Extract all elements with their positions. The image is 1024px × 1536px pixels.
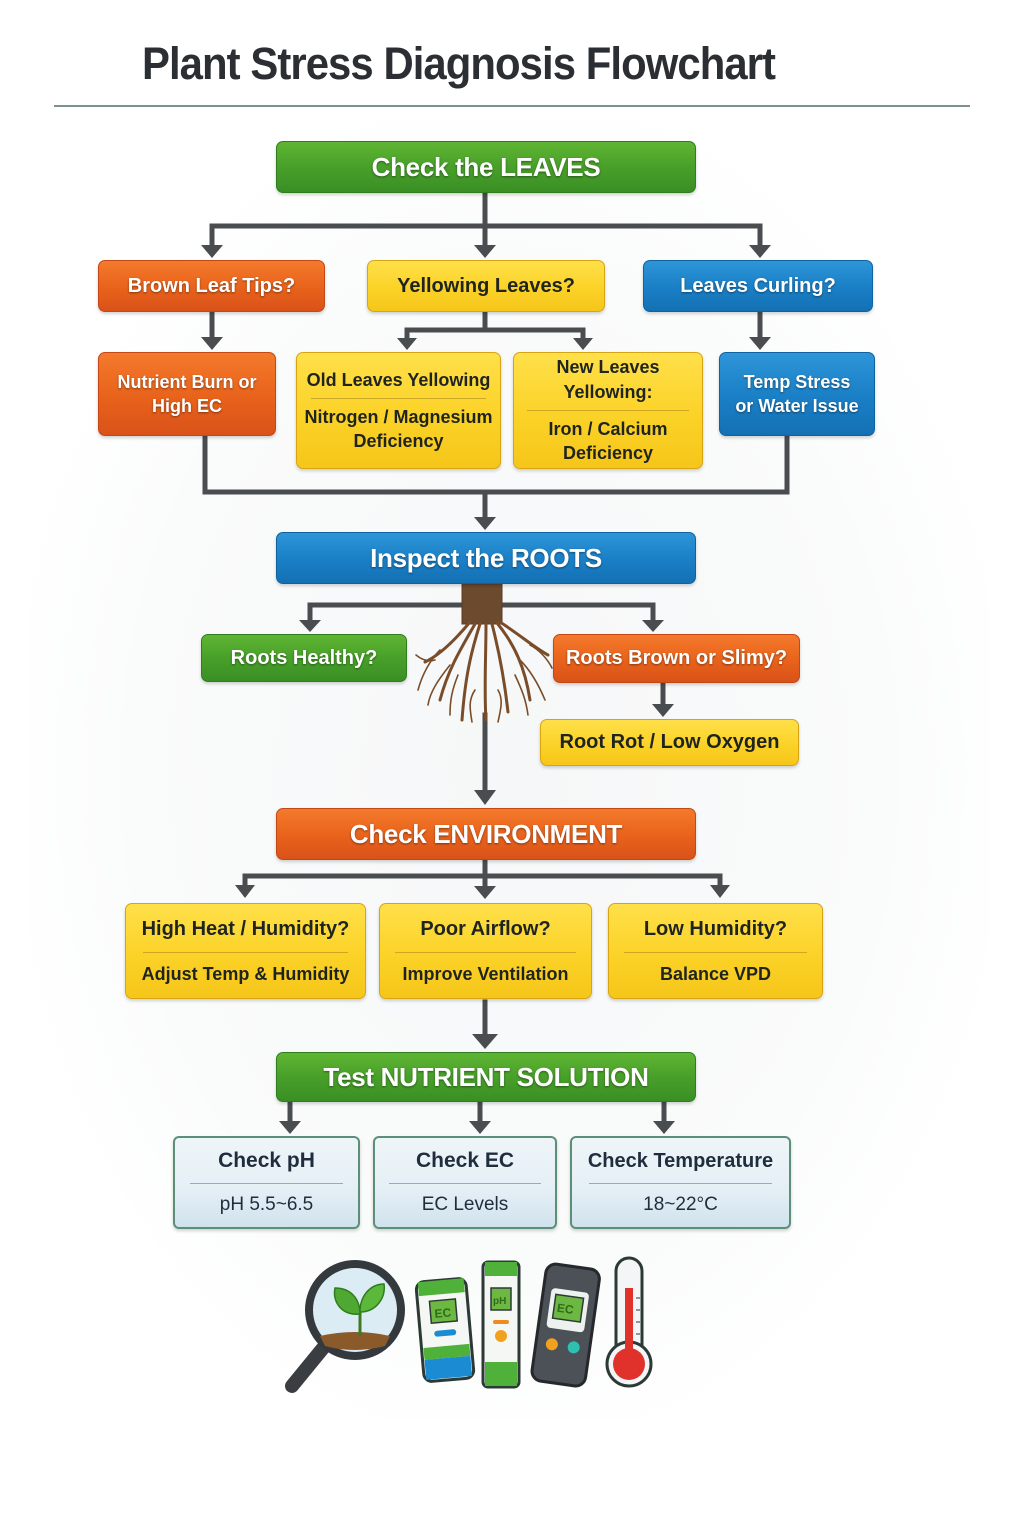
- check-label: Check pH: [218, 1149, 315, 1172]
- result-line: Temp Stress: [743, 371, 851, 392]
- result-title: New Leaves Yellowing:: [556, 357, 660, 402]
- arrowhead: [573, 338, 593, 350]
- env-divider: [142, 951, 349, 953]
- arrowhead: [749, 245, 771, 258]
- arrowhead: [653, 1121, 675, 1134]
- arrowhead: [642, 620, 664, 632]
- result-line: Nutrient Burn or: [117, 371, 257, 392]
- check-value: pH 5.5~6.5: [219, 1194, 314, 1216]
- env-action: Adjust Temp & Humidity: [141, 963, 350, 984]
- magnifier-plant-icon: [285, 1260, 405, 1393]
- result-divider: [311, 397, 486, 399]
- page-title: Plant Stress Diagnosis Flowchart: [142, 38, 776, 89]
- result-detail: Nitrogen / Magnesium: [304, 406, 493, 427]
- env-item-high-heat[interactable]: High Heat / Humidity? Adjust Temp & Humi…: [125, 903, 366, 999]
- arrowhead: [469, 1121, 491, 1134]
- brown-leaf-tips-question[interactable]: Brown Leaf Tips?: [98, 260, 325, 312]
- arrowhead: [474, 886, 496, 899]
- env-action: Improve Ventilation: [402, 963, 569, 984]
- arrowhead: [299, 620, 321, 632]
- check-environment-label: Check ENVIRONMENT: [349, 818, 623, 849]
- question-label: Roots Brown or Slimy?: [565, 647, 788, 669]
- check-temperature-card[interactable]: Check Temperature 18~22°C: [570, 1136, 791, 1229]
- question-label: Roots Healthy?: [230, 646, 378, 669]
- leaves-curling-question[interactable]: Leaves Curling?: [643, 260, 873, 312]
- result-label: Root Rot / Low Oxygen: [559, 731, 780, 753]
- test-nutrient-header[interactable]: Test NUTRIENT SOLUTION: [276, 1052, 696, 1102]
- meter-screen-text: EC: [434, 1305, 452, 1320]
- check-leaves-header[interactable]: Check the LEAVES: [276, 141, 696, 193]
- result-line: High EC: [152, 396, 222, 416]
- inspect-roots-label: Inspect the ROOTS: [370, 542, 602, 573]
- env-divider: [394, 951, 577, 953]
- roots-brown-slimy-question[interactable]: Roots Brown or Slimy?: [553, 634, 800, 683]
- env-question: Poor Airflow?: [420, 917, 551, 940]
- arrowhead: [652, 704, 674, 717]
- arrowhead: [201, 337, 223, 350]
- arrowhead: [474, 517, 496, 530]
- check-environment-header[interactable]: Check ENVIRONMENT: [276, 808, 696, 860]
- check-value: EC Levels: [421, 1194, 509, 1216]
- arrowhead: [710, 885, 730, 898]
- check-ec-card[interactable]: Check EC EC Levels: [373, 1136, 557, 1229]
- nutrient-burn-result[interactable]: Nutrient Burn or High EC: [98, 352, 276, 436]
- root-rot-result[interactable]: Root Rot / Low Oxygen: [540, 719, 799, 766]
- question-label: Leaves Curling?: [680, 274, 836, 297]
- result-title: Old Leaves Yellowing: [306, 369, 491, 390]
- arrowhead: [235, 885, 255, 898]
- meter-screen-text: pH: [493, 1296, 506, 1307]
- ec-pen-icon: EC: [414, 1277, 476, 1383]
- old-leaves-yellowing-result[interactable]: Old Leaves Yellowing Nitrogen / Magnesiu…: [296, 352, 501, 469]
- check-value: 18~22°C: [643, 1193, 718, 1215]
- env-question: Low Humidity?: [643, 917, 788, 940]
- check-divider: [389, 1183, 541, 1185]
- env-action: Balance VPD: [659, 963, 772, 984]
- arrowhead: [397, 338, 417, 350]
- result-detail: Iron / Calcium: [548, 419, 668, 439]
- yellowing-leaves-question[interactable]: Yellowing Leaves?: [367, 260, 605, 312]
- ph-pen-icon: pH: [481, 1260, 521, 1389]
- result-detail: Deficiency: [562, 443, 654, 464]
- title-divider: [54, 105, 970, 107]
- inspect-roots-header[interactable]: Inspect the ROOTS: [276, 532, 696, 584]
- env-question: High Heat / Humidity?: [141, 917, 350, 940]
- temp-stress-result[interactable]: Temp Stress or Water Issue: [719, 352, 875, 436]
- env-item-poor-airflow[interactable]: Poor Airflow? Improve Ventilation: [379, 903, 592, 999]
- env-item-low-humidity[interactable]: Low Humidity? Balance VPD: [608, 903, 823, 999]
- check-leaves-label: Check the LEAVES: [371, 151, 601, 182]
- check-divider: [189, 1183, 344, 1185]
- new-leaves-yellowing-result[interactable]: New Leaves Yellowing: Iron / Calcium Def…: [513, 352, 703, 469]
- check-divider: [589, 1182, 772, 1184]
- ec-meter-icon: EC: [530, 1262, 601, 1388]
- test-nutrient-label: Test NUTRIENT SOLUTION: [323, 1061, 649, 1092]
- question-label: Yellowing Leaves?: [397, 274, 575, 297]
- env-divider: [623, 951, 808, 953]
- result-detail: Deficiency: [353, 431, 444, 452]
- tools-illustration: EC pH EC: [285, 1256, 653, 1393]
- arrowhead: [472, 1034, 498, 1049]
- check-label: Check EC: [415, 1149, 515, 1172]
- result-line: or Water Issue: [735, 396, 859, 416]
- connector: [202, 435, 790, 495]
- arrowhead: [474, 790, 496, 805]
- check-label: Check Temperature: [587, 1149, 774, 1172]
- arrowhead: [201, 245, 223, 258]
- arrowhead: [749, 337, 771, 350]
- roots-healthy-question[interactable]: Roots Healthy?: [201, 634, 407, 682]
- question-label: Brown Leaf Tips?: [127, 274, 296, 297]
- arrowhead: [279, 1121, 301, 1134]
- check-ph-card[interactable]: Check pH pH 5.5~6.5: [173, 1136, 360, 1229]
- result-divider: [527, 410, 689, 411]
- arrowhead: [474, 245, 496, 258]
- meter-screen-text: EC: [556, 1301, 575, 1317]
- thermometer-icon: [605, 1256, 653, 1388]
